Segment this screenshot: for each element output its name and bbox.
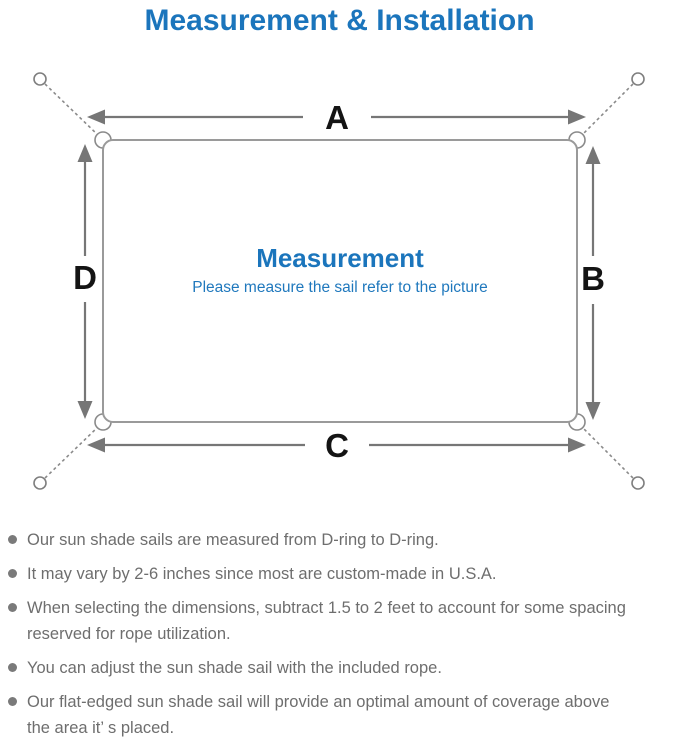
note-item: You can adjust the sun shade sail with t…	[8, 655, 672, 681]
note-text: When selecting the dimensions, subtract …	[27, 599, 626, 643]
dimension-label-d: D	[73, 259, 97, 296]
measurement-diagram: A D B C Measurement Please measure the s…	[33, 72, 645, 490]
note-text: Our sun shade sails are measured from D-…	[27, 531, 439, 549]
dimension-label-a: A	[325, 99, 349, 136]
bullet-dot-icon	[8, 663, 17, 672]
anchor-point-bottom-right	[631, 476, 645, 490]
note-text: You can adjust the sun shade sail with t…	[27, 659, 442, 677]
page-title: Measurement & Installation	[144, 4, 535, 37]
note-text: Our flat-edged sun shade sail will provi…	[27, 693, 610, 737]
dimension-b-arrowhead-up-icon	[585, 146, 601, 164]
dimension-a-arrowhead-right-icon	[568, 109, 586, 125]
sail-outline	[102, 139, 578, 423]
anchor-point-bottom-left	[33, 476, 47, 490]
bullet-dot-icon	[8, 697, 17, 706]
notes-list: Our sun shade sails are measured from D-…	[8, 527, 672, 739]
note-item: Our sun shade sails are measured from D-…	[8, 527, 672, 553]
dimension-label-b: B	[581, 260, 605, 297]
dimension-d-arrowhead-up-icon	[77, 144, 93, 162]
center-heading: Measurement	[256, 243, 424, 273]
dimension-b-arrowhead-down-icon	[585, 402, 601, 420]
dimension-d-arrowhead-down-icon	[77, 401, 93, 419]
dimension-label-c: C	[325, 427, 349, 464]
anchor-point-top-right	[631, 72, 645, 86]
note-item: When selecting the dimensions, subtract …	[8, 595, 672, 647]
rope-dashed-line-bottom-left	[44, 425, 100, 479]
note-item: It may vary by 2-6 inches since most are…	[8, 561, 672, 587]
rope-dashed-line-top-left	[44, 83, 100, 137]
anchor-point-top-left	[33, 72, 47, 86]
rope-dashed-line-top-right	[580, 83, 634, 137]
center-subtitle: Please measure the sail refer to the pic…	[192, 279, 488, 296]
dimension-a-arrowhead-left-icon	[87, 109, 105, 125]
note-text: It may vary by 2-6 inches since most are…	[27, 565, 497, 583]
dimension-c-arrowhead-left-icon	[87, 437, 105, 453]
rope-dashed-line-bottom-right	[580, 425, 634, 479]
bullet-dot-icon	[8, 569, 17, 578]
dimension-c-arrowhead-right-icon	[568, 437, 586, 453]
bullet-dot-icon	[8, 603, 17, 612]
note-item: Our flat-edged sun shade sail will provi…	[8, 689, 672, 739]
bullet-dot-icon	[8, 535, 17, 544]
